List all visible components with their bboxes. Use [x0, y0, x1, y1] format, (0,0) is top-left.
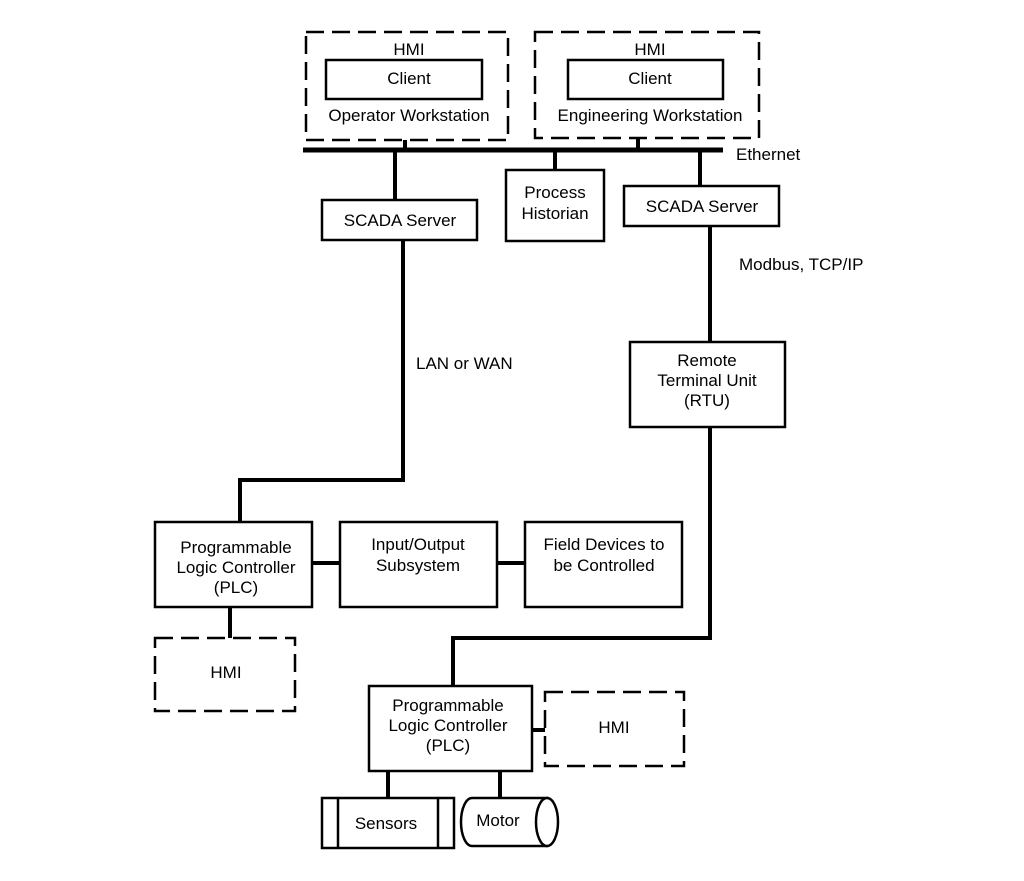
engineering-client-label: Client — [628, 69, 672, 88]
field-devices-box — [523, 520, 684, 609]
sensors-box — [320, 796, 456, 850]
motor-body — [459, 796, 549, 848]
scada-server-left-box — [320, 198, 479, 242]
plc-left-line1: Programmable — [180, 538, 292, 557]
hmi-left-label: HMI — [210, 663, 241, 682]
operator-hmi-label: HMI — [393, 40, 424, 59]
engineering-workstation: HMI Client Engineering Workstation — [533, 30, 761, 140]
operator-workstation: HMI Client Operator Workstation — [304, 30, 510, 142]
hmi-left-box — [153, 636, 297, 713]
process-historian-line2: Historian — [521, 204, 588, 223]
rtu-line1: Remote — [677, 351, 737, 370]
engineering-workstation-label: Engineering Workstation — [558, 106, 743, 125]
motor-end-cap — [534, 796, 560, 848]
ethernet-label: Ethernet — [736, 145, 801, 164]
engineering-hmi-label: HMI — [634, 40, 665, 59]
plc-left-line3: (PLC) — [214, 578, 258, 597]
modbus-label: Modbus, TCP/IP — [739, 255, 863, 274]
operator-client-box — [324, 58, 484, 101]
plc-bottom-line1: Programmable — [392, 696, 504, 715]
rtu-line2: Terminal Unit — [657, 371, 756, 390]
io-subsystem-line1: Input/Output — [371, 535, 465, 554]
scada-server-left-label: SCADA Server — [344, 211, 457, 230]
scada-server-right-box — [622, 184, 781, 228]
engineering-workstation-border — [533, 30, 761, 140]
rtu-box — [628, 340, 787, 429]
engineering-client-box — [566, 58, 725, 101]
sensors-device: Sensors — [320, 796, 456, 850]
hmi-bottom-label: HMI — [598, 718, 629, 737]
operator-client-label: Client — [387, 69, 431, 88]
sensors-label: Sensors — [355, 814, 417, 833]
rtu-plc-link — [451, 427, 712, 686]
motor-label: Motor — [476, 811, 520, 830]
lan-wan-label: LAN or WAN — [416, 354, 513, 373]
hmi-bottom-box — [543, 690, 686, 768]
rtu-line3: (RTU) — [684, 391, 730, 410]
io-subsystem-line2: Subsystem — [376, 556, 460, 575]
lan-wan-link — [238, 240, 405, 522]
field-devices-line1: Field Devices to — [544, 535, 665, 554]
plc-bottom-line2: Logic Controller — [388, 716, 507, 735]
motor-cylinder: Motor — [459, 796, 560, 848]
process-historian-line1: Process — [524, 183, 585, 202]
plc-bottom-box — [367, 684, 534, 773]
scada-server-right-label: SCADA Server — [646, 197, 759, 216]
process-historian-box — [504, 168, 606, 243]
operator-workstation-label: Operator Workstation — [328, 106, 489, 125]
plc-bottom-line3: (PLC) — [426, 736, 470, 755]
plc-left-line2: Logic Controller — [176, 558, 295, 577]
field-devices-line2: be Controlled — [553, 556, 654, 575]
io-subsystem-box — [338, 520, 499, 609]
